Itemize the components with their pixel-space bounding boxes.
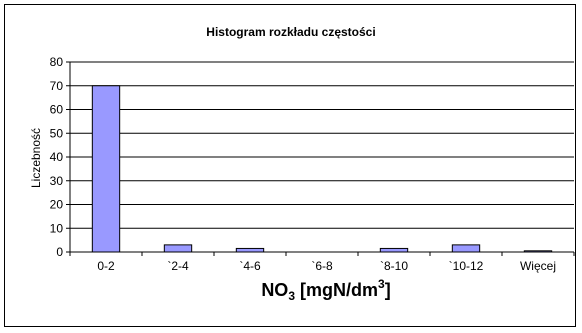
x-tick-label: `2-4 [167, 259, 189, 273]
y-tick-label: 50 [50, 126, 64, 140]
x-tick-label: `8-10 [380, 259, 408, 273]
y-axis-label: Liczebność [29, 128, 43, 188]
x-tick-label: `10-12 [449, 259, 484, 273]
bar-5 [451, 244, 481, 253]
y-tick-label: 30 [50, 174, 64, 188]
y-tick-label: 80 [50, 55, 64, 69]
x-axis-label-sub: 3 [288, 289, 295, 303]
y-tick-label: 0 [56, 245, 63, 259]
x-tick-label: 0-2 [97, 259, 115, 273]
y-tick-label: 60 [50, 103, 64, 117]
chart-title: Histogram rozkładu częstości [206, 25, 375, 39]
bar-1 [163, 244, 193, 253]
x-axis-label-end: ] [385, 280, 391, 300]
y-tick-label: 70 [50, 79, 64, 93]
x-tick-label: `6-8 [311, 259, 333, 273]
bar-2 [235, 247, 265, 253]
y-tick-label: 40 [50, 150, 64, 164]
bar-0 [91, 85, 121, 253]
y-tick-label: 20 [50, 198, 64, 212]
x-axis-label-unit: [mgN/dm [295, 280, 378, 300]
x-axis-label-sup: 3 [378, 277, 385, 291]
x-tick-label: `4-6 [239, 259, 261, 273]
x-axis-label-main: NO [261, 280, 288, 300]
x-axis-label: NO3 [mgN/dm3] [261, 277, 390, 303]
x-tick-label: Więcej [520, 259, 556, 273]
y-tick-label: 10 [50, 221, 64, 235]
bar-4 [379, 247, 409, 253]
